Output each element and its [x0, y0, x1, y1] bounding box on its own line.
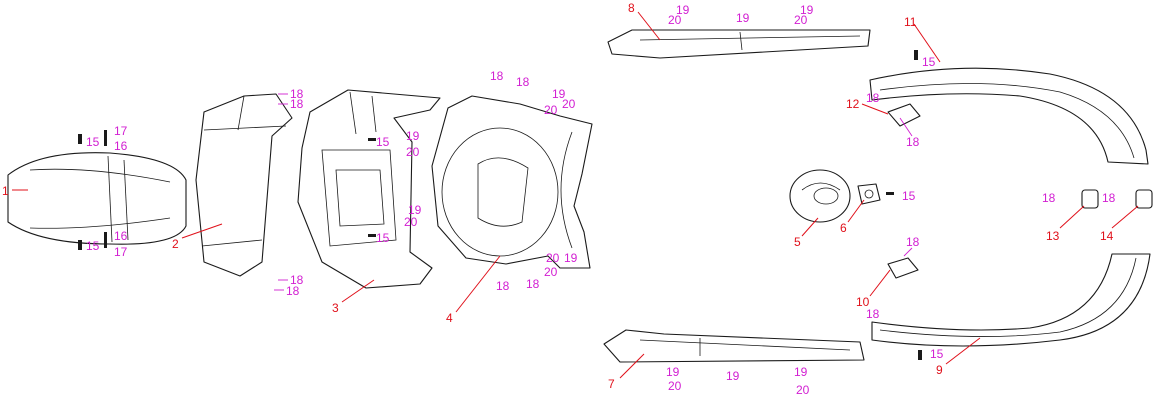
part-small-grip: [857, 183, 881, 205]
callout-leaders: [12, 11, 1139, 379]
hw-label-18-g: 18: [496, 279, 510, 293]
part-upper-side-panel: [607, 29, 871, 59]
part-lower-rail: [871, 253, 1151, 347]
hw-label-20-a: 20: [562, 97, 576, 111]
part-round-cap: [789, 169, 851, 223]
hw-label-19-e: 19: [676, 3, 690, 17]
callout-11: 11: [904, 15, 917, 29]
hw-label-18-f: 18: [516, 75, 530, 89]
hw-label-18-j: 18: [906, 135, 920, 149]
part-lower-bracket: [887, 257, 919, 279]
callout-10: 10: [856, 295, 870, 309]
hw-label-20-d: 20: [404, 215, 418, 229]
hw-label-19-d: 19: [564, 251, 578, 265]
hw-label-18-n: 18: [1102, 191, 1116, 205]
hw-label-16-a: 16: [114, 139, 128, 153]
callout-8: 8: [628, 1, 635, 15]
hw-label-15-f: 15: [902, 189, 916, 203]
hw-label-15-c: 15: [376, 135, 390, 149]
hw-label-20-c: 20: [406, 145, 420, 159]
callout-5: 5: [794, 235, 801, 249]
hw-label-17-a: 17: [114, 124, 128, 138]
callout-3: 3: [332, 301, 339, 315]
part-lower-side-panel: [603, 329, 865, 363]
hw-label-15-e: 15: [922, 55, 936, 69]
hw-label-17-b: 17: [114, 245, 128, 259]
hw-label-19-f: 19: [736, 11, 750, 25]
hw-label-20-i: 20: [668, 379, 682, 393]
callout-6: 6: [840, 221, 847, 235]
hw-label-18-k: 18: [906, 235, 920, 249]
hw-label-18-d: 18: [286, 284, 300, 298]
callout-1: 1: [2, 184, 9, 198]
hw-label-20-f: 20: [544, 265, 558, 279]
hw-label-18-e: 18: [490, 69, 504, 83]
hw-label-15-b: 15: [86, 239, 100, 253]
hw-label-16-b: 16: [114, 229, 128, 243]
callout-2: 2: [172, 237, 179, 251]
hw-label-20-g: 20: [668, 13, 682, 27]
callout-4: 4: [446, 311, 453, 325]
hw-label-19-h: 19: [666, 365, 680, 379]
hw-label-19-g: 19: [800, 3, 814, 17]
hw-label-19-b: 19: [406, 129, 420, 143]
hw-label-19-i: 19: [726, 369, 740, 383]
hw-label-15-g: 15: [930, 347, 944, 361]
callout-14: 14: [1100, 229, 1114, 243]
hw-label-18-h: 18: [526, 277, 540, 291]
hw-label-19-j: 19: [794, 365, 808, 379]
callout-7: 7: [608, 377, 615, 391]
part-front-fender: [7, 152, 187, 245]
part-upper-bracket: [887, 103, 921, 127]
part-leg-shield: [431, 95, 593, 269]
part-front-cover: [195, 93, 293, 277]
hw-label-20-j: 20: [796, 383, 810, 397]
hw-label-18-l: 18: [866, 307, 880, 321]
part-clip-right: [1135, 189, 1153, 209]
callout-12: 12: [846, 97, 860, 111]
screw-markers: [78, 50, 922, 360]
hw-label-18-m: 18: [1042, 191, 1056, 205]
hw-label-20-h: 20: [794, 13, 808, 27]
callout-13: 13: [1046, 229, 1060, 243]
part-upper-rail: [869, 67, 1149, 165]
hw-label-19-a: 19: [552, 87, 566, 101]
part-inner-panel: [297, 89, 441, 289]
hw-label-18-i: 18: [866, 91, 880, 105]
hw-label-20-e: 20: [546, 251, 560, 265]
hw-label-18-a: 18: [290, 87, 304, 101]
hw-label-15-a: 15: [86, 135, 100, 149]
hw-label-15-d: 15: [376, 231, 390, 245]
hw-label-19-c: 19: [408, 203, 422, 217]
part-clip-left: [1081, 189, 1099, 209]
hw-label-18-b: 18: [290, 97, 304, 111]
hardware-leaders: [274, 93, 913, 291]
hw-label-20-b: 20: [544, 103, 558, 117]
callout-9: 9: [936, 363, 943, 377]
hw-label-18-c: 18: [290, 273, 304, 287]
